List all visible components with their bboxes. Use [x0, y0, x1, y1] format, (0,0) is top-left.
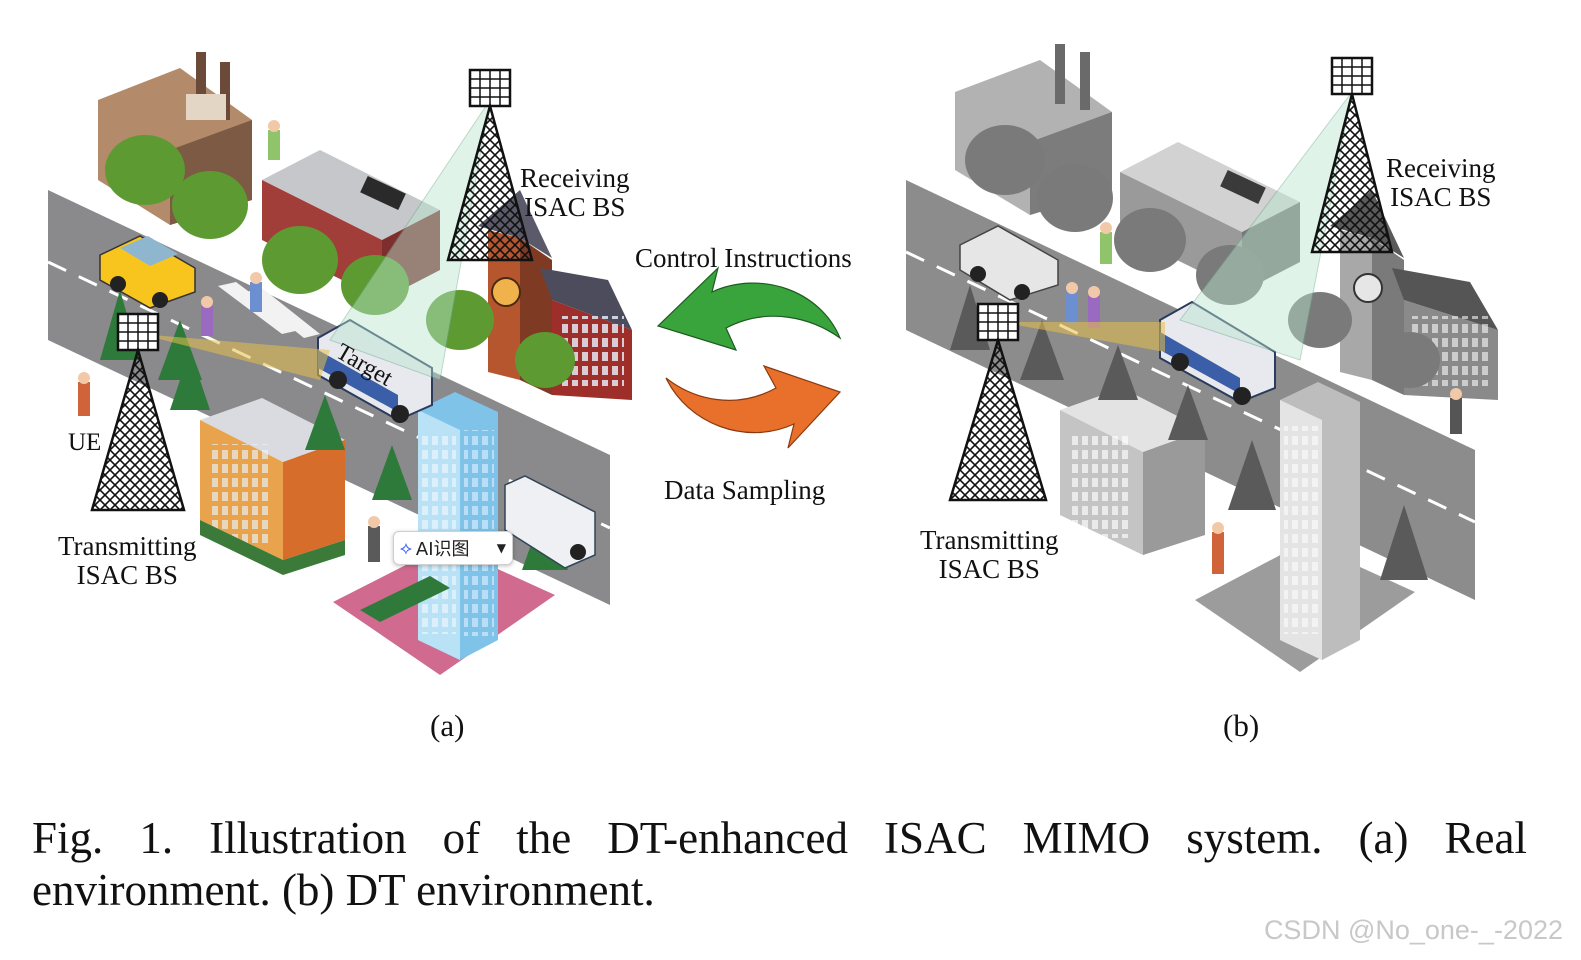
- receiving-bs-label-b: Receiving ISAC BS: [1386, 153, 1496, 212]
- sub-caption-b: (b): [1223, 708, 1260, 743]
- apartment-building-b: [1060, 388, 1205, 555]
- white-bus: [504, 475, 596, 569]
- transmit-beam-b: [1000, 322, 1165, 352]
- ai-image-recognition-button[interactable]: ⟡ AI识图 ▼: [393, 531, 513, 565]
- receiving-bs-label-a: Receiving ISAC BS: [520, 163, 630, 222]
- people: [78, 120, 380, 562]
- control-instructions-arrow: [656, 266, 842, 351]
- panel-a-real-environment: [47, 52, 632, 675]
- chevron-down-icon[interactable]: ▼: [496, 541, 506, 555]
- skyscraper: [333, 392, 555, 675]
- ue-label: UE: [68, 429, 102, 456]
- sub-caption-a: (a): [430, 708, 465, 743]
- transmitting-bs-tower-b: [948, 302, 1048, 502]
- figure-illustration: [47, 44, 1498, 675]
- figure-caption: Fig. 1. Illustration of the DT-enhanced …: [32, 812, 1527, 916]
- taxi-car: [99, 235, 196, 309]
- caption-line-1: Fig. 1. Illustration of the DT-enhanced …: [32, 813, 1527, 863]
- trees: [100, 135, 575, 570]
- data-sampling-arrow: [665, 364, 842, 449]
- skyscraper-b: [1195, 382, 1415, 672]
- target-bus-b: [1159, 300, 1276, 405]
- receiving-bs-tower-b: [1310, 56, 1394, 254]
- people-b: [1066, 222, 1462, 574]
- watermark: CSDN @No_one-_-2022: [1263, 915, 1563, 945]
- sparkle-icon: ⟡: [400, 537, 412, 559]
- transmit-beam: [140, 334, 330, 380]
- data-sampling-label: Data Sampling: [664, 475, 826, 505]
- control-instructions-label: Control Instructions: [635, 243, 852, 273]
- transmitting-bs-tower-a: [90, 312, 186, 512]
- transmitting-bs-label-b: Transmitting ISAC BS: [920, 525, 1059, 584]
- transmitting-bs-label-a: Transmitting ISAC BS: [58, 531, 197, 590]
- car-b: [959, 225, 1059, 301]
- receiving-bs-tower-a: [446, 68, 534, 262]
- panel-b-dt-environment: [905, 44, 1498, 672]
- caption-line-2: environment. (b) DT environment.: [32, 865, 655, 915]
- ai-chip-label: AI识图: [415, 539, 470, 560]
- trees-b: [950, 125, 1440, 580]
